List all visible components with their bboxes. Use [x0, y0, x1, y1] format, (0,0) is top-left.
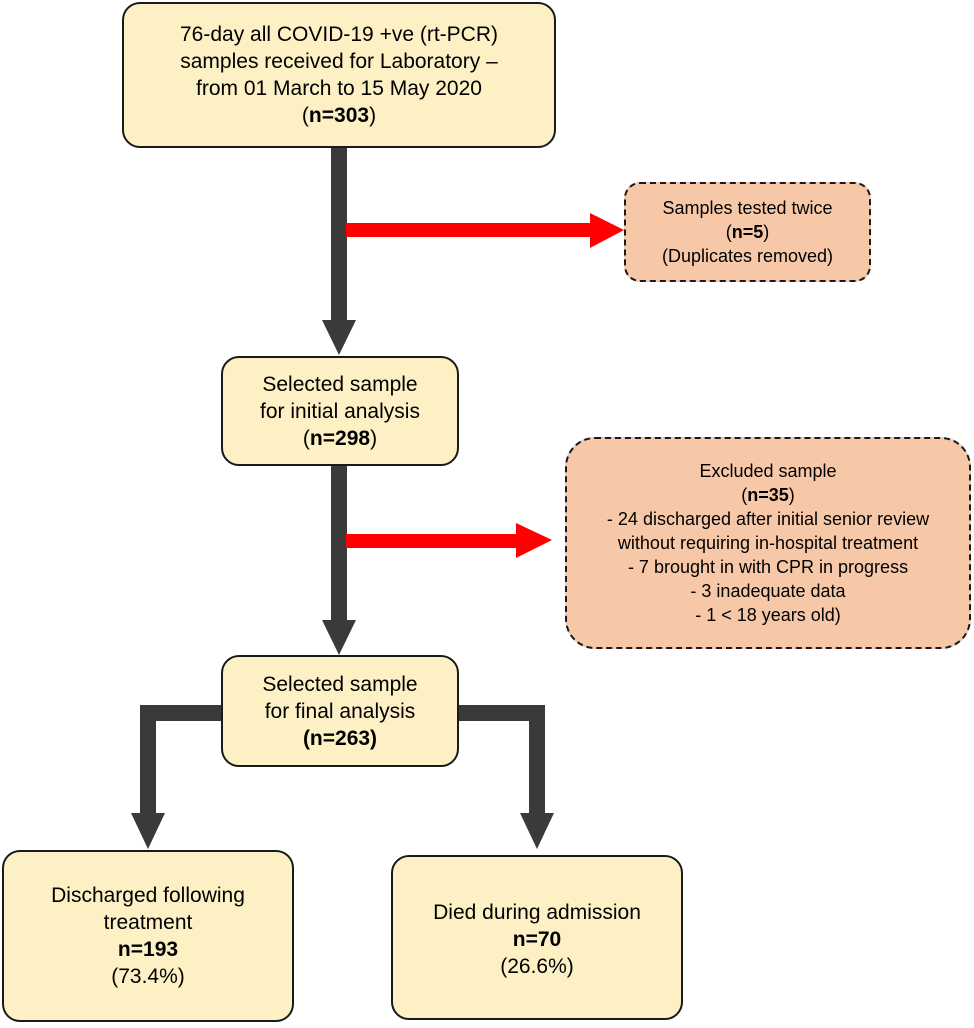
died-line-1: Died during admission — [433, 901, 641, 924]
duplicates-n-open: ( — [725, 222, 732, 242]
duplicates-title: Samples tested twice — [662, 198, 833, 218]
box-died: Died during admission n=70 (26.6%) — [391, 855, 683, 1020]
excluded-n-value: n=35 — [747, 485, 789, 505]
initial-line-1: Selected sample — [262, 372, 418, 396]
final-line-1: Selected sample — [262, 672, 418, 696]
branch-right-vertical — [529, 705, 545, 817]
duplicates-n-value: n=5 — [731, 222, 764, 242]
discharged-n-value: n=193 — [117, 938, 179, 961]
excluded-item-1: - 24 discharged after initial senior rev… — [606, 509, 930, 529]
branch-right-horizontal — [459, 705, 545, 721]
duplicates-n-close: ) — [763, 222, 770, 242]
arrow-head-to-duplicates — [590, 213, 624, 248]
arrow-shaft-to-duplicates — [346, 223, 592, 237]
start-line-1: 76-day all COVID-19 +ve (rt-PCR) — [179, 23, 498, 46]
arrow-head-to-excluded — [516, 523, 552, 558]
initial-n-line: (n=298) — [303, 425, 377, 452]
duplicates-note: (Duplicates removed) — [661, 246, 834, 266]
initial-n-close: ) — [370, 426, 378, 450]
excluded-item-2: without requiring in-hospital treatment — [617, 533, 919, 553]
excluded-title: Excluded sample — [699, 461, 837, 481]
discharged-line-2: treatment — [103, 911, 193, 934]
initial-line-2: for initial analysis — [260, 399, 420, 423]
arrow-shaft-initial-to-final — [331, 466, 347, 624]
excluded-item-3: - 7 brought in with CPR in progress — [627, 557, 909, 577]
start-line-3: from 01 March to 15 May 2020 — [196, 77, 482, 100]
initial-n-open: ( — [302, 426, 310, 450]
start-line-2: samples received for Laboratory – — [180, 50, 498, 73]
arrow-head-to-died — [520, 813, 554, 849]
box-initial-analysis: Selected sample for initial analysis (n=… — [221, 356, 459, 466]
died-n-value: n=70 — [512, 928, 562, 951]
excluded-n-close: ) — [788, 485, 795, 505]
start-n-close: ) — [369, 104, 377, 127]
start-n-open: ( — [301, 104, 309, 127]
box-discharged: Discharged following treatment n=193 (73… — [2, 850, 294, 1022]
arrow-head-to-discharged — [131, 813, 165, 849]
excluded-item-4: - 3 inadequate data — [690, 581, 846, 601]
branch-left-vertical — [140, 705, 156, 817]
final-line-2: for final analysis — [264, 699, 416, 723]
start-n-value: n=303 — [308, 104, 370, 127]
initial-n-value: n=298 — [309, 426, 371, 450]
final-n-value: (n=263) — [302, 726, 378, 750]
duplicates-n-line: (n=5) — [726, 220, 770, 244]
box-final-analysis: Selected sample for final analysis (n=26… — [221, 655, 459, 767]
box-all-samples: 76-day all COVID-19 +ve (rt-PCR) samples… — [122, 2, 556, 148]
discharged-percent: (73.4%) — [111, 965, 185, 988]
arrow-shaft-start-to-initial — [331, 148, 347, 323]
box-duplicates-removed: Samples tested twice (n=5) (Duplicates r… — [624, 182, 871, 282]
discharged-line-1: Discharged following — [51, 884, 245, 907]
excluded-n-open: ( — [741, 485, 748, 505]
branch-left-horizontal — [140, 705, 222, 721]
died-percent: (26.6%) — [500, 955, 574, 978]
start-n-line: (n=303) — [302, 102, 376, 129]
excluded-item-5: - 1 < 18 years old) — [695, 605, 841, 625]
arrow-head-initial-to-final — [322, 620, 356, 655]
arrow-head-start-to-initial — [322, 320, 356, 355]
excluded-n-line: (n=35) — [741, 483, 795, 507]
box-excluded-sample: Excluded sample (n=35) - 24 discharged a… — [565, 437, 971, 649]
arrow-shaft-to-excluded — [346, 534, 518, 548]
